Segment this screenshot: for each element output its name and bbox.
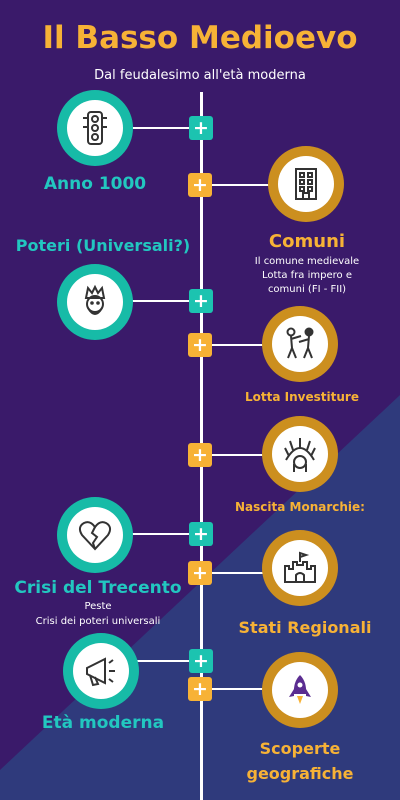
node-poteri[interactable] bbox=[57, 264, 133, 340]
fighting-figures-icon bbox=[286, 327, 314, 359]
label-poteri: Poteri (Universali?) bbox=[15, 236, 191, 255]
page-title: Il Basso Medioevo bbox=[42, 20, 358, 56]
label-scoperte: Scoperte geografiche bbox=[246, 739, 354, 783]
label-comuni: Comuni bbox=[268, 231, 346, 252]
king-icon bbox=[84, 284, 106, 315]
node-eta-moderna[interactable] bbox=[63, 633, 139, 709]
expand-button-nascita-monarchie[interactable]: + bbox=[188, 443, 212, 467]
label-lotta-investiture: Lotta Investiture bbox=[245, 390, 359, 404]
castle-icon bbox=[284, 551, 316, 583]
expand-button-poteri[interactable]: + bbox=[189, 289, 213, 313]
node-crisi-trecento[interactable] bbox=[57, 497, 133, 573]
expand-button-stati-regionali[interactable]: + bbox=[188, 561, 212, 585]
expand-button-anno-1000[interactable]: + bbox=[189, 116, 213, 140]
desc-crisi-line-1: Peste bbox=[84, 601, 112, 612]
label-eta-moderna: Età moderna bbox=[41, 713, 165, 733]
label-crisi-trecento: Crisi del Trecento bbox=[14, 578, 182, 598]
connector-line bbox=[202, 688, 274, 690]
node-stati-regionali[interactable] bbox=[262, 530, 338, 606]
desc-comuni-line-3: comuni (FI - FII) bbox=[267, 284, 347, 295]
connector-line bbox=[202, 344, 274, 346]
expand-button-scoperte[interactable]: + bbox=[188, 677, 212, 701]
broken-heart-icon bbox=[78, 521, 112, 551]
desc-comuni-line-2: Lotta fra impero e bbox=[262, 270, 352, 281]
building-icon bbox=[295, 168, 317, 200]
connector-line bbox=[202, 454, 274, 456]
connector-line bbox=[125, 127, 201, 129]
connector-line bbox=[132, 300, 201, 302]
connector-line bbox=[202, 184, 274, 186]
node-nascita-monarchie[interactable] bbox=[262, 416, 338, 492]
desc-crisi-line-2: Crisi dei poteri universali bbox=[35, 616, 161, 627]
label-nascita-monarchie: Nascita Monarchie: bbox=[235, 500, 365, 514]
node-comuni[interactable] bbox=[268, 146, 344, 222]
expand-button-eta-moderna[interactable]: + bbox=[189, 649, 213, 673]
node-anno-1000[interactable] bbox=[57, 90, 133, 166]
page-subtitle: Dal feudalesimo all'età moderna bbox=[94, 68, 306, 83]
headdress-icon bbox=[284, 438, 316, 472]
expand-button-comuni[interactable]: + bbox=[188, 173, 212, 197]
node-scoperte[interactable] bbox=[262, 652, 338, 728]
connector-line bbox=[125, 533, 201, 535]
node-lotta-investiture[interactable] bbox=[262, 306, 338, 382]
expand-button-crisi-trecento[interactable]: + bbox=[189, 522, 213, 546]
traffic-light-icon bbox=[83, 111, 107, 145]
connector-line bbox=[202, 572, 274, 574]
label-anno-1000: Anno 1000 bbox=[43, 174, 147, 194]
megaphone-icon bbox=[86, 657, 115, 687]
label-stati-regionali: Stati Regionali bbox=[238, 618, 372, 637]
desc-comuni-line-1: Il comune medievale bbox=[254, 256, 360, 267]
expand-button-lotta-investiture[interactable]: + bbox=[188, 333, 212, 357]
rocket-icon bbox=[289, 675, 311, 704]
connector-line bbox=[125, 660, 201, 662]
